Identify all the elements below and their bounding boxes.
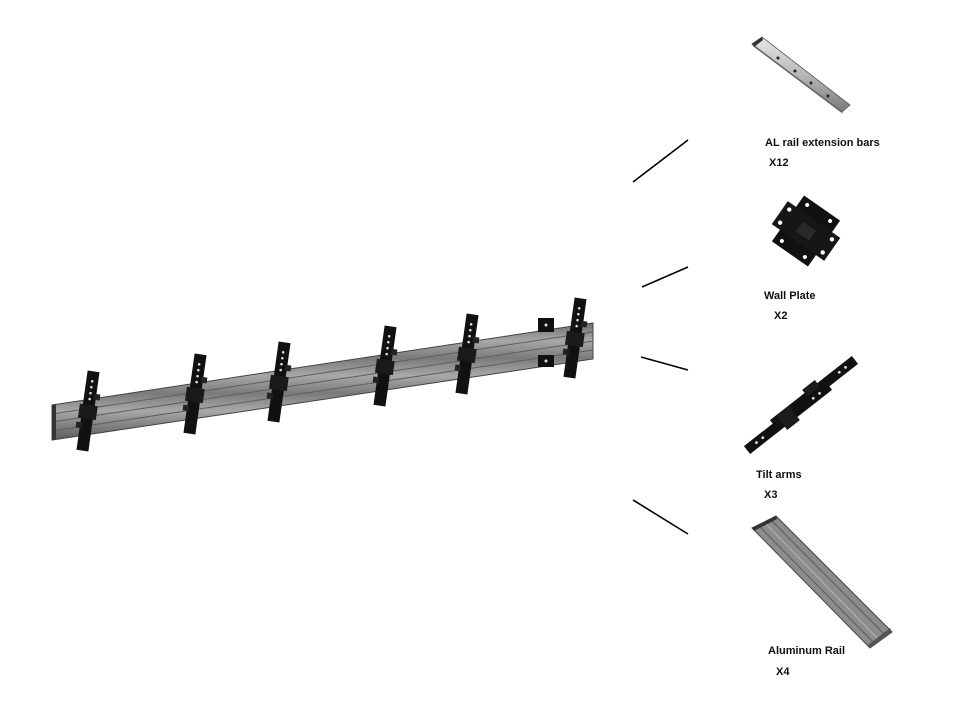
part-qty-wall-plate: X2 [774,310,788,322]
part-qty-aluminum-rail: X4 [776,666,790,678]
leader-line-aluminum-rail [632,499,689,535]
leader-lines [632,139,689,535]
part-name-tilt-arms: Tilt arms [756,469,802,481]
part-qty-tilt-arms: X3 [764,489,778,501]
leader-line-wall-plate [641,266,689,288]
leader-line-tilt-arms [640,356,689,371]
part-qty-extension-bars: X12 [769,157,789,169]
aluminum-rail-image [751,515,893,649]
tilt-arms-image [743,356,859,454]
extension-bar-image [751,36,851,114]
part-name-aluminum-rail: Aluminum Rail [768,645,846,657]
part-name-wall-plate: Wall Plate [764,290,816,302]
wall-plate-image [771,195,841,267]
leader-line-extension-bars [632,139,689,183]
mounted-wall-plate [538,318,554,367]
part-name-extension-bars: AL rail extension bars [765,137,880,149]
assembled-rail [51,322,594,441]
